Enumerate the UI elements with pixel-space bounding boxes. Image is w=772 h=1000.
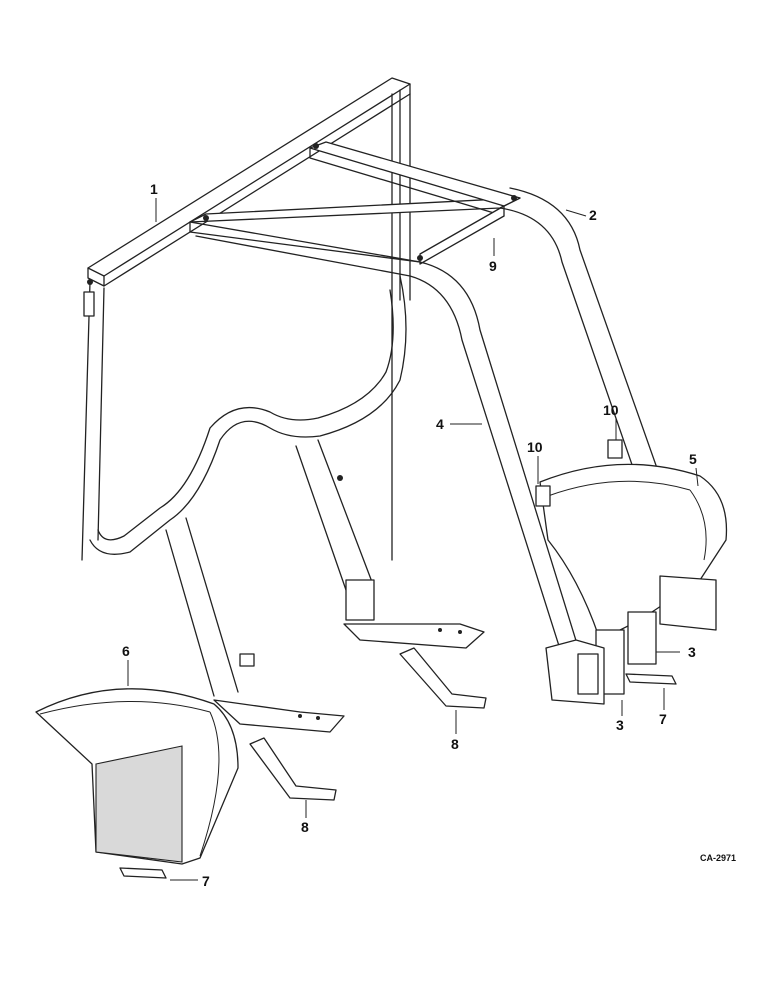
part-10-clip-b	[535, 485, 551, 507]
part-10-clip-a	[607, 439, 623, 459]
callout-3-b: 3	[616, 717, 624, 733]
callout-8-a: 8	[451, 736, 459, 752]
callout-9: 9	[489, 258, 497, 274]
part-8-bracket-b	[249, 737, 337, 801]
part-7-spacer-right	[625, 673, 677, 685]
callout-10-b: 10	[527, 439, 543, 455]
part-8-bracket-a	[399, 647, 487, 709]
part-3-mount-plates	[545, 575, 717, 705]
callout-7-a: 7	[659, 711, 667, 727]
middle-leg	[295, 439, 485, 649]
part-9-crossbars	[189, 141, 521, 265]
callout-5: 5	[689, 451, 697, 467]
callout-6: 6	[122, 643, 130, 659]
left-leg	[165, 517, 345, 733]
part-1-top-frame	[81, 77, 411, 561]
part-4-front-hoop	[89, 221, 583, 669]
callout-2: 2	[589, 207, 597, 223]
part-7-spacer-left	[119, 867, 167, 879]
callout-1: 1	[150, 181, 158, 197]
callout-3-a: 3	[688, 644, 696, 660]
part-2-right-hoop	[499, 187, 701, 593]
part-5-right-fender	[539, 463, 728, 641]
leader-lines	[127, 198, 699, 881]
callout-labels: 1 2 9 4 10 10 5 6 3 3 7 8 8 7 CA-2971	[122, 181, 736, 889]
part-6-left-fender	[35, 688, 239, 865]
drawing-code: CA-2971	[700, 853, 736, 863]
callout-4: 4	[436, 416, 444, 432]
callout-7-b: 7	[202, 873, 210, 889]
callout-8-b: 8	[301, 819, 309, 835]
callout-10-a: 10	[603, 402, 619, 418]
